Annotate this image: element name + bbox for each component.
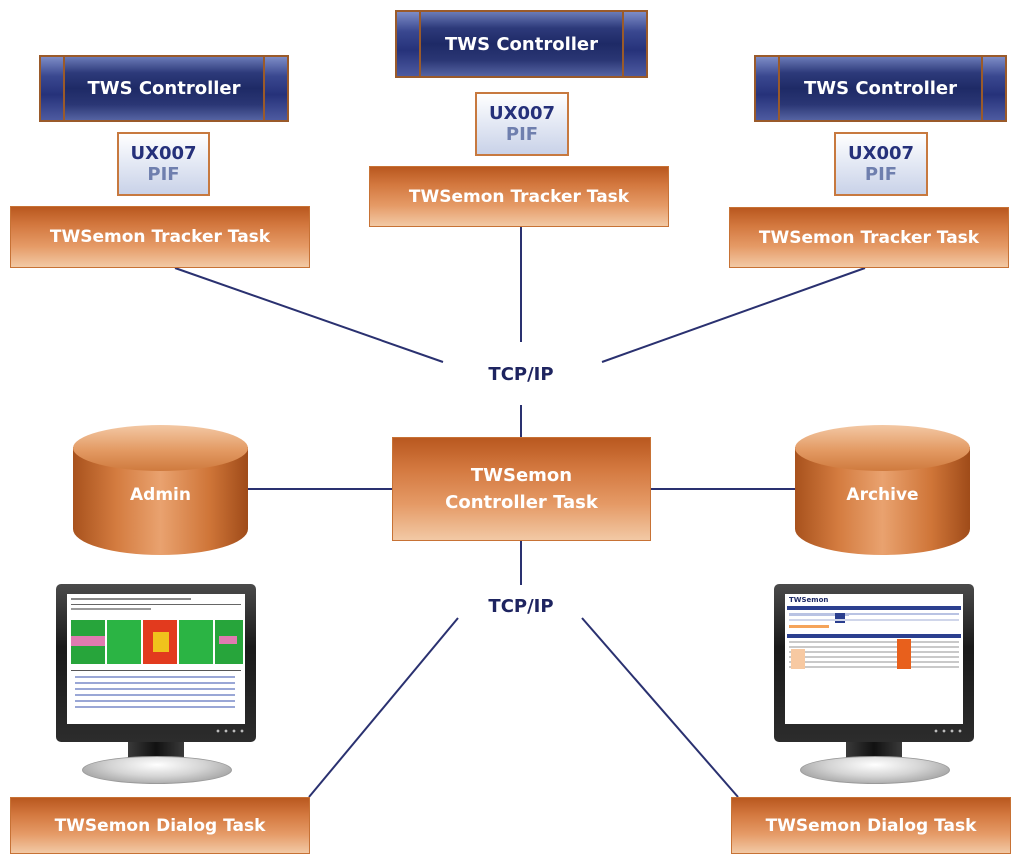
tws-controller-label: TWS Controller xyxy=(803,78,958,99)
archive-database-label: Archive xyxy=(846,485,919,505)
dialog-task-left: TWSemon Dialog Task xyxy=(10,797,310,854)
pif-type: PIF xyxy=(864,164,898,185)
controller-cap xyxy=(397,12,421,76)
admin-database-label: Admin xyxy=(130,485,191,505)
tracker-task-right: TWSemon Tracker Task xyxy=(729,207,1009,268)
hub-label-line1: TWSemon xyxy=(470,465,573,486)
monitor-base xyxy=(800,756,950,784)
tracker-task-label: TWSemon Tracker Task xyxy=(408,186,630,207)
cylinder-top xyxy=(795,425,970,471)
dialog-task-label: TWSemon Dialog Task xyxy=(54,815,266,836)
tcpip-label-upper: TCP/IP xyxy=(488,364,554,385)
tracker-task-label: TWSemon Tracker Task xyxy=(49,227,271,247)
pif-name: UX007 xyxy=(130,143,197,164)
monitor-right: TWSemon xyxy=(774,584,974,784)
pif-left: UX007 PIF xyxy=(117,132,210,196)
dialog-task-right: TWSemon Dialog Task xyxy=(731,797,1011,854)
tracker-task-center: TWSemon Tracker Task xyxy=(369,166,669,227)
hub-label-line2: Controller Task xyxy=(445,492,598,513)
link-right-dialog xyxy=(581,617,739,798)
cylinder-top xyxy=(73,425,248,471)
archive-database: Archive xyxy=(795,425,970,555)
pif-center: UX007 PIF xyxy=(475,92,569,156)
controller-cap xyxy=(41,57,65,120)
controller-task-hub: TWSemon Controller Task xyxy=(392,437,651,541)
monitor-buttons xyxy=(932,729,962,733)
tws-controller-right: TWS Controller xyxy=(754,55,1007,122)
pif-name: UX007 xyxy=(488,103,556,124)
monitor-screen-left xyxy=(67,594,245,724)
monitor-base xyxy=(82,756,232,784)
dialog-task-label: TWSemon Dialog Task xyxy=(765,815,977,836)
link-left-dialog xyxy=(308,617,459,798)
controller-cap xyxy=(263,57,287,120)
admin-database: Admin xyxy=(73,425,248,555)
controller-cap xyxy=(622,12,646,76)
tcpip-label-lower: TCP/IP xyxy=(488,596,554,617)
link-right-tracker xyxy=(601,267,866,363)
tws-controller-label: TWS Controller xyxy=(444,33,599,55)
monitor-buttons xyxy=(214,729,244,733)
tws-controller-center: TWS Controller xyxy=(395,10,648,78)
controller-cap xyxy=(981,57,1005,120)
tracker-task-left: TWSemon Tracker Task xyxy=(10,206,310,268)
monitor-left xyxy=(56,584,256,784)
tws-controller-label: TWS Controller xyxy=(87,78,241,99)
link-left-tracker xyxy=(174,267,444,363)
tracker-task-label: TWSemon Tracker Task xyxy=(758,227,980,248)
pif-type: PIF xyxy=(505,124,539,145)
pif-type: PIF xyxy=(147,164,180,185)
screen-title: TWSemon xyxy=(789,596,829,604)
tws-controller-left: TWS Controller xyxy=(39,55,289,122)
pif-right: UX007 PIF xyxy=(834,132,928,196)
monitor-screen-right: TWSemon xyxy=(785,594,963,724)
controller-cap xyxy=(756,57,780,120)
pif-name: UX007 xyxy=(847,143,915,164)
